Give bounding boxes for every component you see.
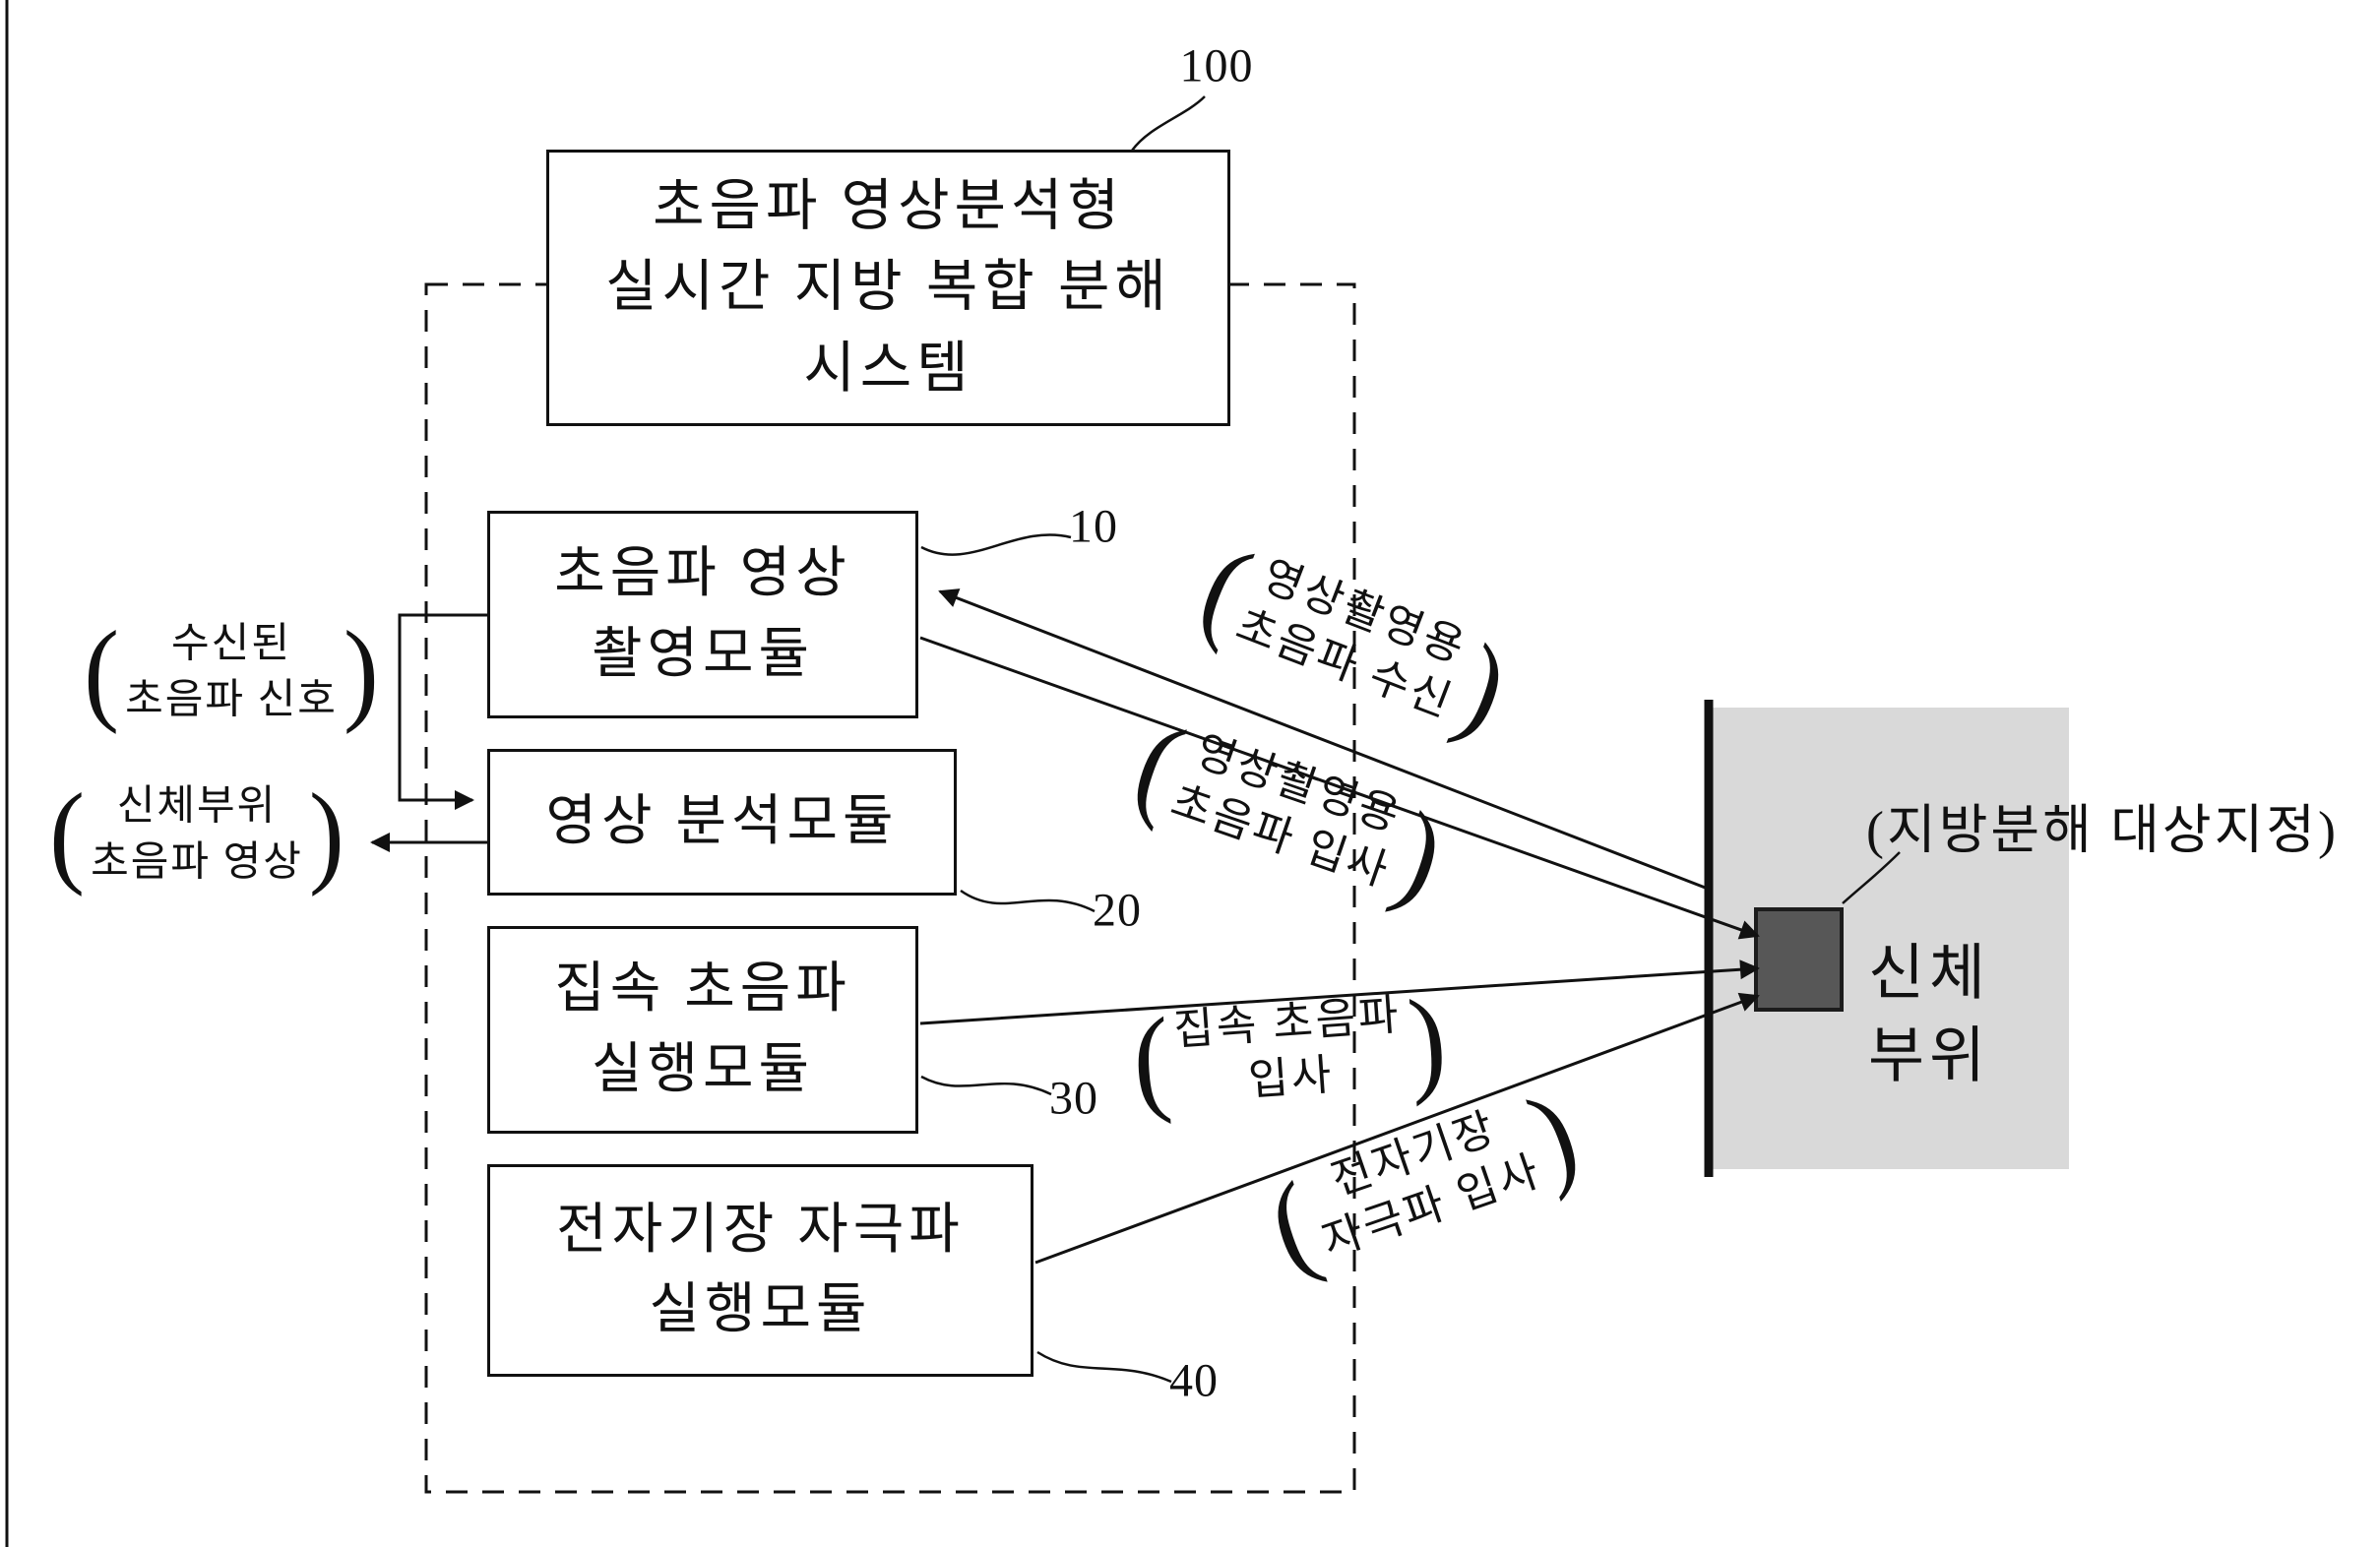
module-focused-label: 집속 초음파 실행모듈: [554, 959, 851, 1100]
system-title-box: 초음파 영상분석형 실시간 지방 복합 분해 시스템: [546, 150, 1230, 426]
close-paren: ): [308, 771, 344, 898]
label-focused-incident-text: 집속 초음파 입사: [1171, 990, 1404, 1105]
leader-line-10: [920, 533, 1072, 556]
module-box-imaging: 초음파 영상 촬영모듈: [487, 511, 918, 718]
arrow-emf-wave-incident: [1034, 992, 1760, 1265]
annotation-body-image: ( 신체부위 초음파 영상 ): [49, 771, 344, 898]
ref-number-10: 10: [1069, 500, 1118, 553]
leader-line-target: [1842, 851, 1901, 904]
open-paren: (: [1128, 993, 1175, 1128]
annotation-received-signal-text: 수신된 초음파 신호: [125, 621, 338, 722]
leader-line-100: [1130, 95, 1206, 152]
label-focused-incident: ( 집속 초음파 입사 ): [1128, 973, 1451, 1128]
open-paren: (: [84, 608, 120, 736]
open-paren: (: [49, 771, 86, 898]
system-title-text: 초음파 영상분석형 실시간 지방 복합 분해 시스템: [605, 174, 1171, 400]
system-boundary-dashed-box: [424, 282, 1356, 1494]
ref-number-20: 20: [1093, 884, 1142, 937]
ref-number-100: 100: [1179, 39, 1254, 93]
leader-line-40: [1036, 1350, 1172, 1384]
ref-number-40: 40: [1169, 1354, 1219, 1407]
annotation-body-image-text: 신체부위 초음파 영상: [91, 783, 303, 885]
leader-line-30: [920, 1075, 1052, 1096]
arrow-ultrasound-receive: [938, 588, 1709, 891]
arrow-signal-to-analysis: [398, 613, 487, 810]
annotation-received-signal: ( 수신된 초음파 신호 ): [84, 608, 379, 736]
target-fat-region: [1754, 907, 1844, 1012]
close-paren: ): [1404, 973, 1451, 1108]
module-emf-label: 전자기장 자극파 실행모듈: [556, 1199, 965, 1340]
leader-line-20: [960, 889, 1096, 913]
close-paren: ): [343, 608, 379, 736]
body-part-label: 신체 부위: [1867, 940, 1991, 1089]
module-analysis-label: 영상 분석모듈: [545, 790, 899, 852]
module-box-emf: 전자기장 자극파 실행모듈: [487, 1164, 1033, 1377]
module-box-analysis: 영상 분석모듈: [487, 749, 957, 896]
module-imaging-label: 초음파 영상 촬영모듈: [554, 543, 851, 685]
target-designation-label: (지방분해 대상지정): [1866, 800, 2339, 860]
module-box-focused-ultrasound: 집속 초음파 실행모듈: [487, 926, 918, 1134]
ref-number-30: 30: [1049, 1072, 1098, 1125]
arrow-ultrasound-incident: [919, 636, 1760, 940]
arrow-focused-ultrasound-incident: [919, 959, 1760, 1025]
